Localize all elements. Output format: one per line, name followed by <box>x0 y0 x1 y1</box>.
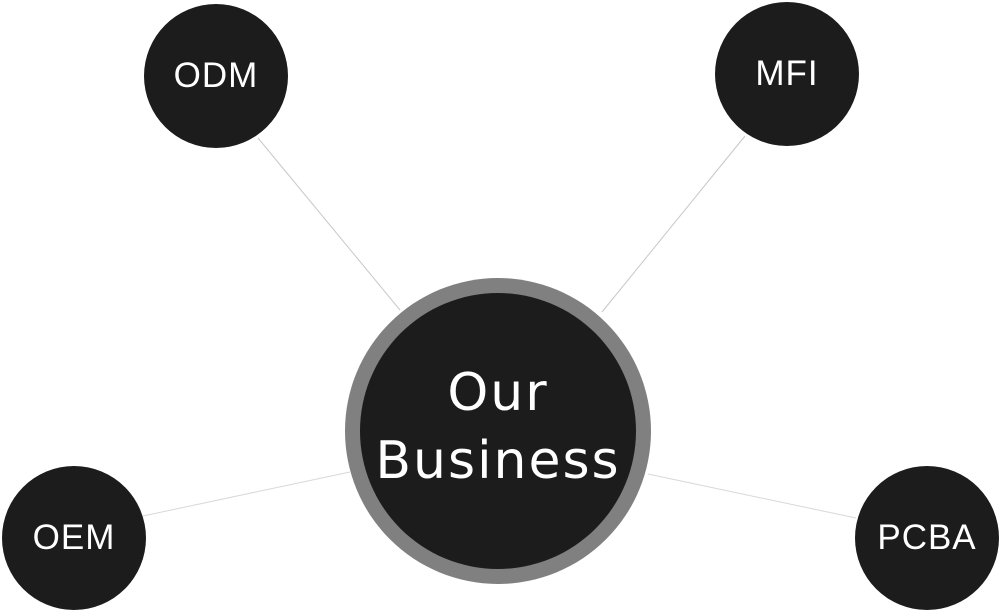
hub-circle: Our Business <box>360 293 636 569</box>
node-pcba: PCBA <box>855 466 999 610</box>
node-mfi: MFI <box>715 2 859 146</box>
connector-odm <box>257 137 401 311</box>
connector-pcba <box>647 473 857 519</box>
node-label-odm: ODM <box>173 56 259 95</box>
node-label-oem: OEM <box>32 518 116 557</box>
hub-title-line-1: Our <box>447 363 549 423</box>
node-label-mfi: MFI <box>755 54 819 93</box>
node-odm: ODM <box>144 4 288 148</box>
node-oem: OEM <box>2 466 146 610</box>
connector-mfi <box>601 135 746 313</box>
connector-oem <box>142 471 351 517</box>
hub-title-line-2: Business <box>375 431 621 491</box>
node-label-pcba: PCBA <box>877 518 977 557</box>
